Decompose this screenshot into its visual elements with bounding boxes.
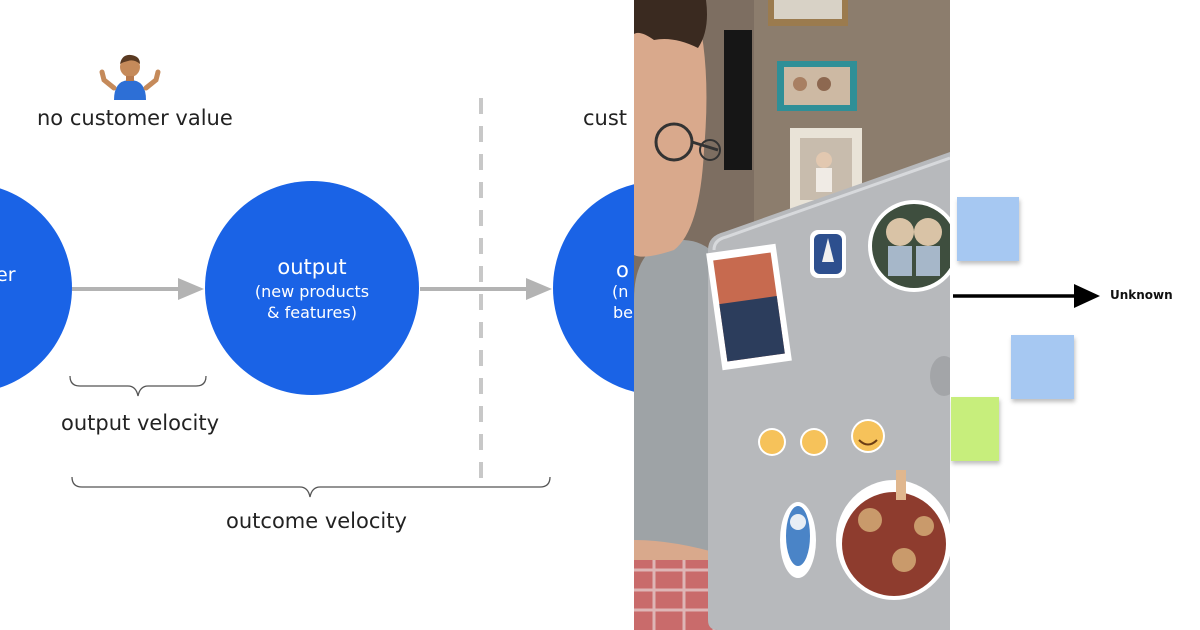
sticky-note-blue-1[interactable] bbox=[957, 197, 1019, 261]
board-arrow bbox=[953, 284, 1100, 308]
smurf-sticker bbox=[780, 502, 816, 578]
output-circle bbox=[205, 181, 419, 395]
sticky-note-blue-2[interactable] bbox=[1011, 335, 1074, 399]
picture-frame-top bbox=[768, 0, 848, 26]
output-circle-subtitle-2: & features) bbox=[267, 303, 357, 322]
emoji-stickers bbox=[758, 419, 885, 456]
output-circle-subtitle-1: (new products bbox=[254, 282, 370, 301]
star-trek-sticker bbox=[706, 243, 792, 371]
no-customer-value-label: no customer value bbox=[37, 106, 233, 130]
diagram-panel: no customer value cust er output (new pr… bbox=[0, 54, 634, 533]
photo-illustration bbox=[634, 0, 950, 630]
outcome-circle-title-fragment: o bbox=[616, 258, 629, 282]
rocket-sticker bbox=[810, 230, 846, 278]
outcome-circle-subtitle-fragment-1: (n bbox=[612, 282, 629, 301]
output-circle-title: output bbox=[277, 255, 347, 279]
brace-output-velocity bbox=[69, 375, 207, 397]
picture-frame-baby bbox=[790, 128, 862, 210]
left-circle-text-fragment: er bbox=[0, 264, 16, 286]
outcome-velocity-label: outcome velocity bbox=[226, 509, 407, 533]
diagram-lines bbox=[69, 98, 552, 498]
output-velocity-label: output velocity bbox=[61, 411, 220, 435]
webcam-photo bbox=[634, 0, 950, 630]
arrow-left-to-output bbox=[72, 278, 204, 300]
hands-pile-sticker bbox=[836, 470, 950, 600]
sticky-note-green[interactable] bbox=[951, 397, 999, 461]
unknown-label: Unknown bbox=[1110, 288, 1173, 302]
twins-sticker bbox=[868, 200, 950, 292]
brace-outcome-velocity bbox=[71, 476, 551, 498]
arrow-output-to-right bbox=[420, 278, 552, 300]
black-frame bbox=[724, 30, 752, 170]
whiteboard-panel: Unknown bbox=[950, 0, 1200, 630]
outcome-circle-subtitle-fragment-2: be bbox=[613, 303, 633, 322]
picture-frame-teal bbox=[777, 61, 857, 111]
customer-label-fragment: cust bbox=[583, 106, 628, 130]
person-shrugging-icon bbox=[99, 54, 161, 100]
